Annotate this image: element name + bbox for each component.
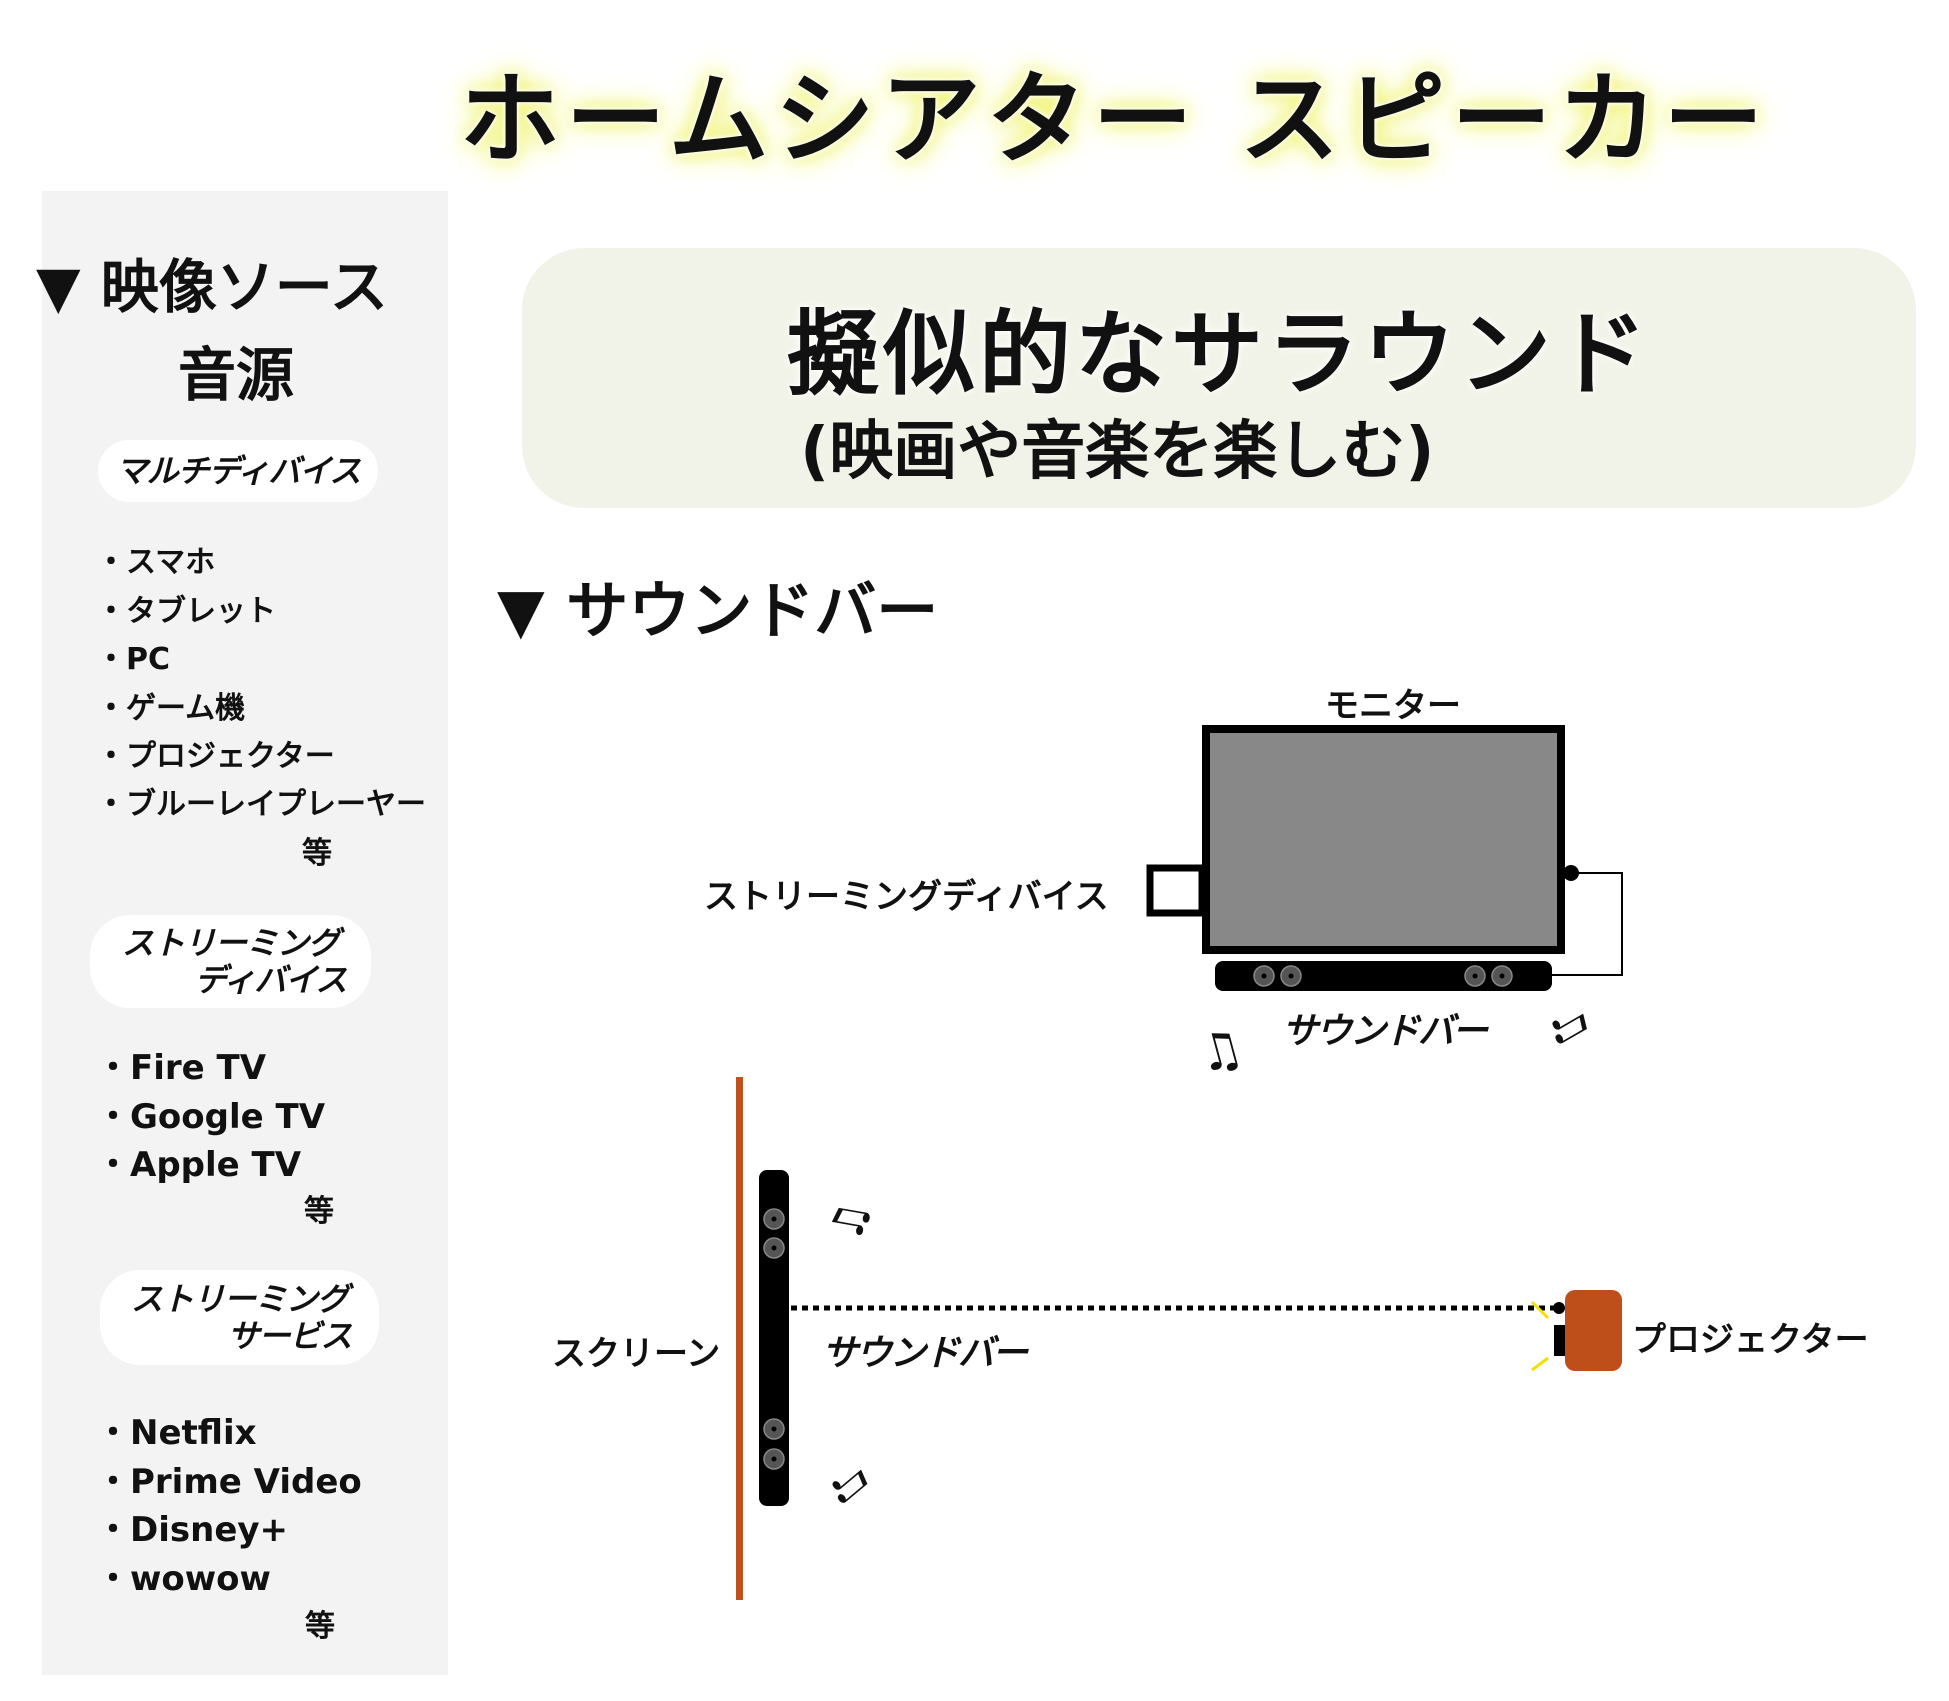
list-item: ・Disney+: [96, 1510, 289, 1550]
soundbar-label: サウンドバー: [822, 1333, 1028, 1374]
light-ray: [1530, 1300, 1550, 1320]
group-label-text: マルチディバイス: [115, 451, 362, 490]
feature-title: 擬似的なサラウンド: [786, 301, 1651, 408]
etc-label: 等: [302, 836, 332, 871]
screen: [736, 1077, 743, 1600]
list-item: ・タブレット: [96, 594, 276, 629]
cable: [1552, 872, 1623, 976]
group-label-text: サービス: [227, 1316, 352, 1355]
streaming-device: [1146, 864, 1206, 917]
group-label-text: ストリーミング: [130, 1279, 349, 1318]
page-title: ホームシアター スピーカー: [459, 61, 1770, 178]
etc-label: 等: [304, 1194, 334, 1229]
section-heading-soundbar: ▼ サウンドバー: [497, 574, 939, 647]
list-item: ・PC: [96, 642, 171, 677]
group-label-streaming-device: ストリーミング ディバイス: [90, 915, 371, 1008]
list-item: ・wowow: [96, 1559, 271, 1599]
sidebar-heading-sub: 音源: [178, 341, 295, 409]
group-label-text: ストリーミング: [121, 923, 340, 962]
list-item: ・Fire TV: [96, 1048, 267, 1088]
projector-label: プロジェクター: [1632, 1320, 1869, 1360]
group-label-streaming-service: ストリーミング サービス: [100, 1270, 379, 1365]
list-item: ・Google TV: [96, 1097, 326, 1137]
group-label-multi-device: マルチディバイス: [98, 440, 378, 502]
list-item: ・スマホ: [96, 545, 216, 580]
list-item: ・Netflix: [96, 1413, 257, 1453]
list-item: ・プロジェクター: [96, 739, 335, 774]
list-item: ・ゲーム機: [96, 691, 246, 726]
light-ray: [1531, 1356, 1549, 1372]
group-label-text: ディバイス: [194, 960, 348, 999]
projector: [1565, 1290, 1622, 1371]
list-item: ・ブルーレイプレーヤー: [96, 787, 426, 822]
feature-subtitle: (映画や音楽を楽しむ): [800, 415, 1435, 489]
screen-label: スクリーン: [552, 1334, 721, 1374]
list-item: ・Prime Video: [96, 1462, 362, 1502]
monitor-label: モニター: [1325, 686, 1461, 726]
monitor: [1202, 725, 1565, 954]
streaming-device-label: ストリーミングディバイス: [704, 877, 1109, 917]
etc-label: 等: [305, 1609, 335, 1644]
soundbar-label: サウンドバー: [1282, 1011, 1488, 1052]
projector-lens: [1554, 1325, 1565, 1356]
sidebar-heading: ▼ 映像ソース: [36, 253, 388, 321]
list-item: ・Apple TV: [96, 1145, 302, 1185]
feature-box: [522, 248, 1916, 508]
